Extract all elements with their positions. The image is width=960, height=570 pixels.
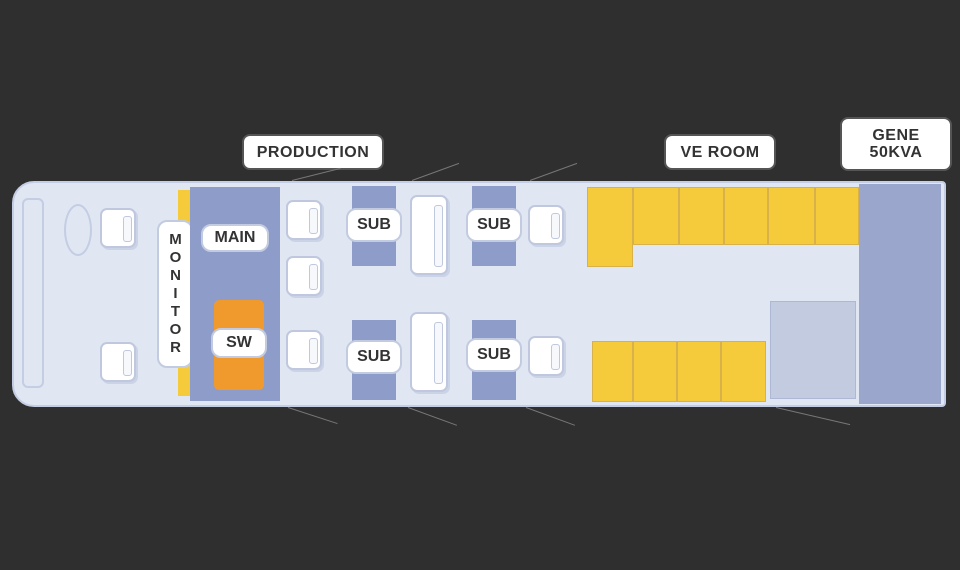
sw-tag: SW xyxy=(211,328,267,358)
production-seat xyxy=(528,336,564,376)
dashboard xyxy=(22,198,44,388)
monitor-label: MONITOR xyxy=(167,231,184,357)
equipment-rack xyxy=(815,187,859,245)
equipment-rack xyxy=(679,187,724,245)
equipment-rack xyxy=(633,187,679,245)
production-label: PRODUCTION xyxy=(242,134,384,170)
equipment-rack xyxy=(633,341,677,402)
equipment-rack xyxy=(587,187,633,267)
door-swing-line xyxy=(407,407,458,426)
sub-tag-top-2: SUB xyxy=(466,208,522,242)
equipment-rack xyxy=(721,341,766,402)
monitor-panel: MONITOR xyxy=(157,220,193,368)
generator-label-line1: GENE xyxy=(872,127,920,144)
generator-label: GENE 50KVA xyxy=(840,117,952,171)
passenger-seat xyxy=(100,342,136,382)
equipment-rack xyxy=(592,341,633,402)
equipment-rack xyxy=(677,341,721,402)
production-seat xyxy=(286,200,322,240)
production-seat xyxy=(286,330,322,370)
driver-seat xyxy=(100,208,136,248)
equipment-rack xyxy=(768,187,815,245)
bench-seat xyxy=(410,312,448,392)
ve-room-label: VE ROOM xyxy=(664,134,776,170)
production-seat xyxy=(528,205,564,245)
door-swing-line xyxy=(525,407,576,426)
generator-label-line2: 50KVA xyxy=(869,144,923,161)
production-seat xyxy=(286,256,322,296)
sub-tag-bottom-1: SUB xyxy=(346,340,402,374)
sub-tag-top-1: SUB xyxy=(346,208,402,242)
sub-tag-bottom-2: SUB xyxy=(466,338,522,372)
door-swing-line xyxy=(775,407,851,426)
door-swing-line xyxy=(287,407,338,425)
main-tag: MAIN xyxy=(201,224,269,252)
steering-wheel xyxy=(64,204,92,256)
storage-compartment xyxy=(770,301,856,399)
door-swing-line xyxy=(411,162,460,181)
door-swing-line xyxy=(529,162,578,181)
equipment-rack xyxy=(724,187,768,245)
bench-seat xyxy=(410,195,448,275)
generator-compartment xyxy=(859,184,941,404)
